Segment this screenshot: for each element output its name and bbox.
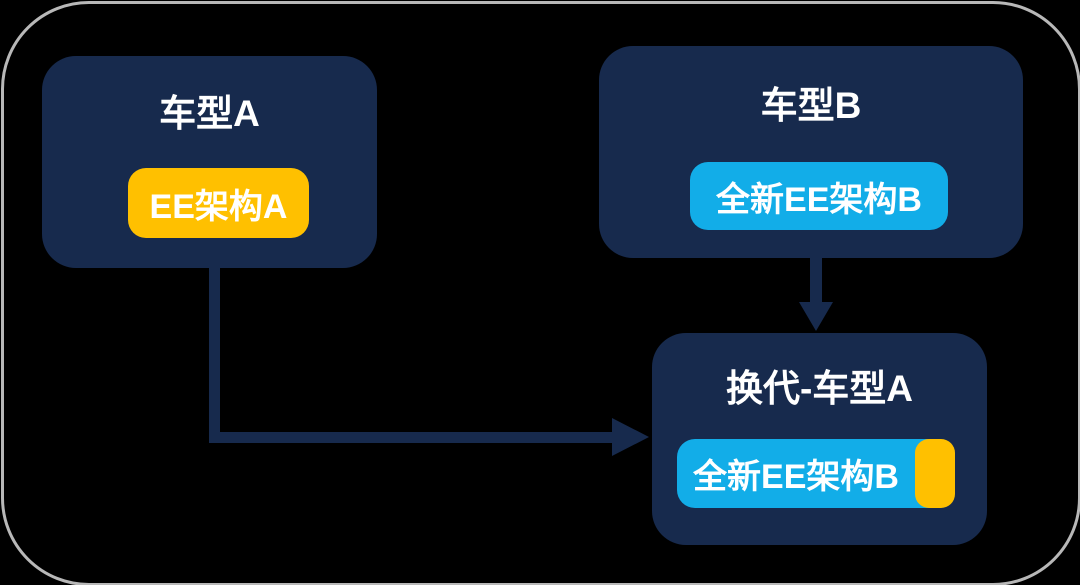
node-model-a-next-gen: 换代-车型A 全新EE架构B	[652, 333, 987, 545]
connector-model-a-to-next-gen-vertical	[209, 266, 220, 443]
arrowhead-right-icon	[612, 418, 649, 456]
node-model-a: 车型A EE架构A	[42, 56, 377, 268]
node-model-b: 车型B 全新EE架构B	[599, 46, 1023, 258]
node-model-a-title: 车型A	[159, 93, 260, 134]
badge-ee-architecture-a: EE架构A	[128, 168, 309, 238]
connector-model-b-to-next-gen-vertical	[810, 256, 822, 303]
badge-new-ee-architecture-b-with-amber: 全新EE架构B	[677, 439, 955, 508]
node-model-b-title: 车型B	[760, 85, 862, 126]
connector-model-a-to-next-gen-horizontal	[209, 432, 613, 443]
badge-new-ee-architecture-b-label: 全新EE架构B	[716, 180, 922, 219]
arrowhead-down-icon	[799, 302, 833, 331]
badge-new-ee-architecture-b: 全新EE架构B	[690, 162, 948, 230]
node-model-a-next-gen-title: 换代-车型A	[725, 368, 914, 409]
amber-remnant-chip	[915, 439, 955, 508]
badge-ee-architecture-a-label: EE架构A	[149, 187, 288, 226]
badge-new-ee-architecture-b-with-amber-label: 全新EE架构B	[693, 458, 899, 496]
